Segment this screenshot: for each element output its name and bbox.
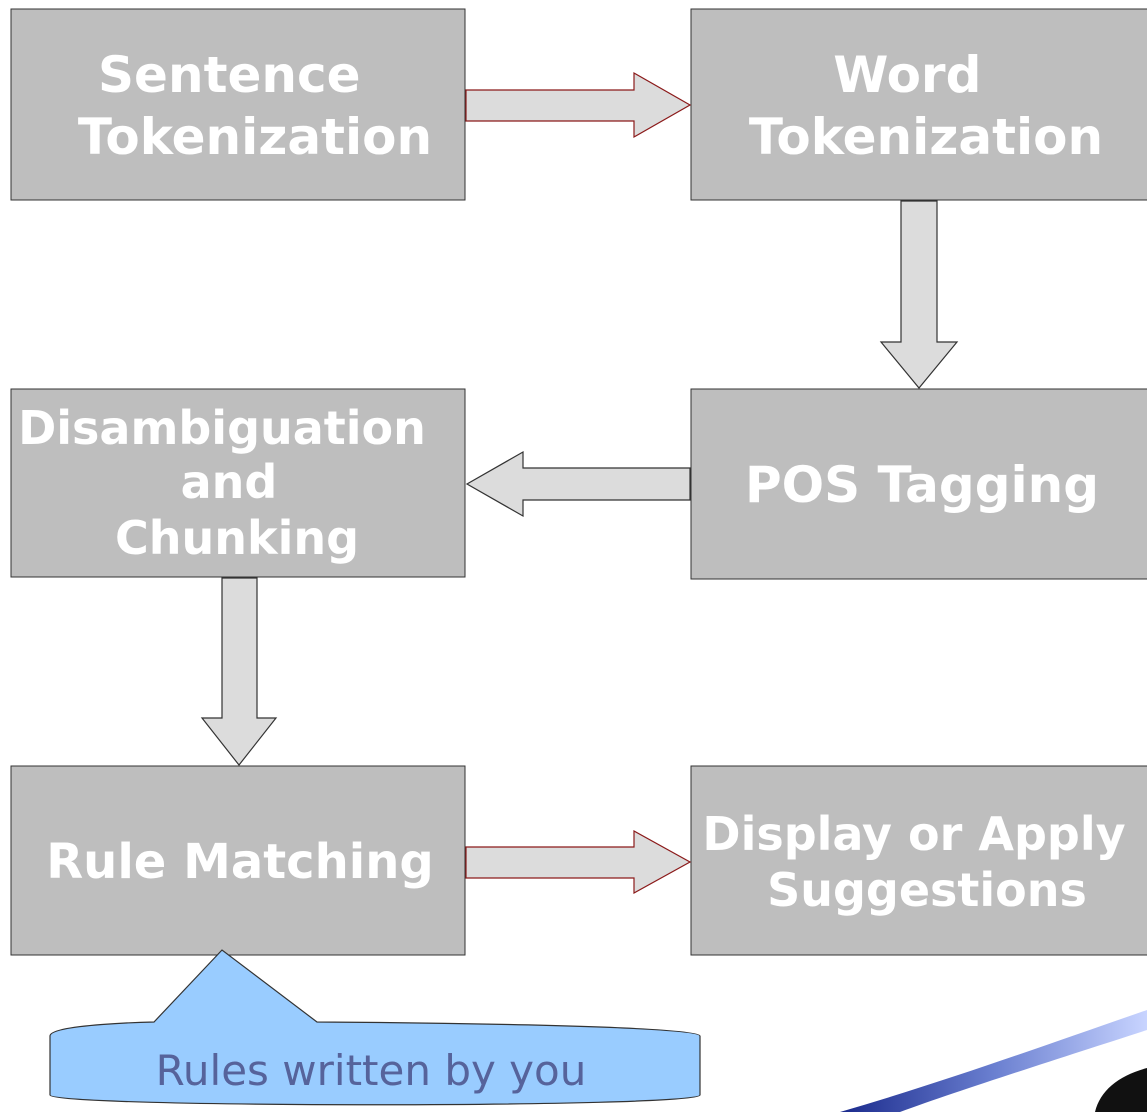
box-disambiguation-chunking: Disambiguation and Chunking [10, 388, 466, 578]
callout-rules: Rules written by you [49, 949, 701, 1106]
box-label-line: Tokenization [749, 108, 1103, 166]
box-label-line: and [181, 455, 278, 509]
callout-text: Rules written by you [156, 1046, 587, 1095]
arrow-down-icon [879, 200, 959, 389]
svg-text:Display or Apply Suggest: Display or Apply Suggestions [702, 807, 1141, 917]
arrow-down-icon [200, 577, 278, 766]
box-pos-tagging: POS Tagging [690, 388, 1147, 580]
arrow-right-icon [465, 829, 692, 895]
svg-text:Disambiguation and: Disambiguation and Chunking [18, 401, 442, 565]
box-word-tokenization: Word Tokenization [690, 8, 1147, 201]
svg-text:Sentence Tokenization: Sentence Tokenization [78, 46, 432, 166]
swoosh-graphic [840, 1010, 1147, 1112]
box-label-line: Word [833, 46, 981, 104]
box-label-line: Rule Matching [46, 834, 434, 890]
box-label-line: Chunking [115, 511, 359, 565]
box-label-line: POS Tagging [745, 456, 1099, 514]
box-label-line: Tokenization [78, 108, 432, 166]
box-label-line: Suggestions [767, 863, 1087, 917]
box-sentence-tokenization: Sentence Tokenization [10, 8, 466, 201]
svg-text:POS Tagging: POS Tagging [745, 456, 1099, 514]
box-label-line: Disambiguation [18, 401, 426, 455]
box-display-apply-suggestions: Display or Apply Suggestions [690, 765, 1147, 956]
box-rule-matching: Rule Matching [10, 765, 466, 956]
svg-text:Word Tokenization: Word Tokenization [749, 46, 1103, 166]
box-label-line: Display or Apply [702, 807, 1125, 861]
svg-text:Rule Matching: Rule Matching [46, 834, 434, 890]
arrow-right-icon [465, 71, 692, 139]
box-label-line: Sentence [98, 46, 360, 104]
arrow-left-icon [465, 450, 691, 518]
